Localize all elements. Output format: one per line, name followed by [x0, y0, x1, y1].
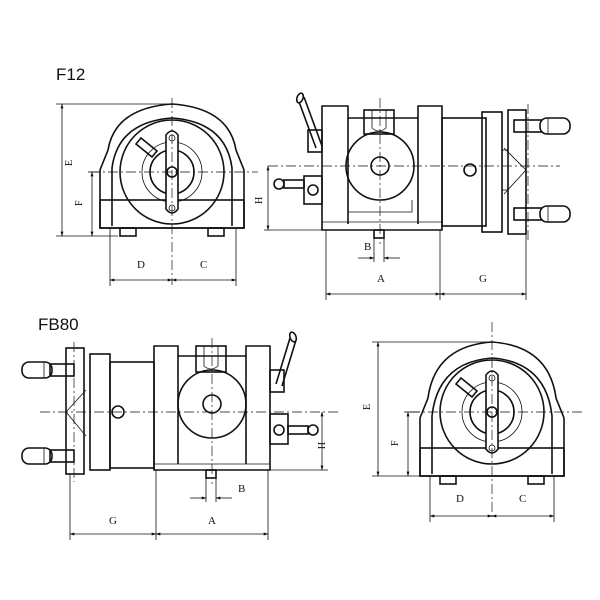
- dim-fb80-G: G: [109, 515, 117, 527]
- dim-f12-B: B: [364, 241, 371, 253]
- dim-fb80-A: A: [208, 515, 216, 527]
- fb80-front-view: E F D C: [362, 322, 582, 522]
- title-fb80: FB80: [38, 315, 79, 334]
- dim-fb80-F: F: [390, 440, 401, 446]
- dim-f12-E: E: [64, 160, 75, 166]
- dim-fb80-B: B: [238, 483, 245, 495]
- title-f12: F12: [56, 65, 85, 84]
- dim-fb80-D: D: [456, 493, 464, 505]
- dim-f12-C: C: [200, 259, 207, 271]
- dim-fb80-C: C: [519, 493, 526, 505]
- dim-fb80-E: E: [362, 404, 373, 410]
- f12-side-view: H B A G: [254, 92, 571, 300]
- dim-f12-H: H: [254, 197, 265, 204]
- dim-f12-F: F: [74, 200, 85, 206]
- dim-f12-D: D: [137, 259, 145, 271]
- dim-fb80-H: H: [315, 442, 326, 449]
- fb80-side-view: H B G A: [21, 331, 340, 540]
- dim-f12-G: G: [479, 273, 487, 285]
- dim-f12-A: A: [377, 273, 385, 285]
- f12-front-view: E F D C: [56, 98, 258, 286]
